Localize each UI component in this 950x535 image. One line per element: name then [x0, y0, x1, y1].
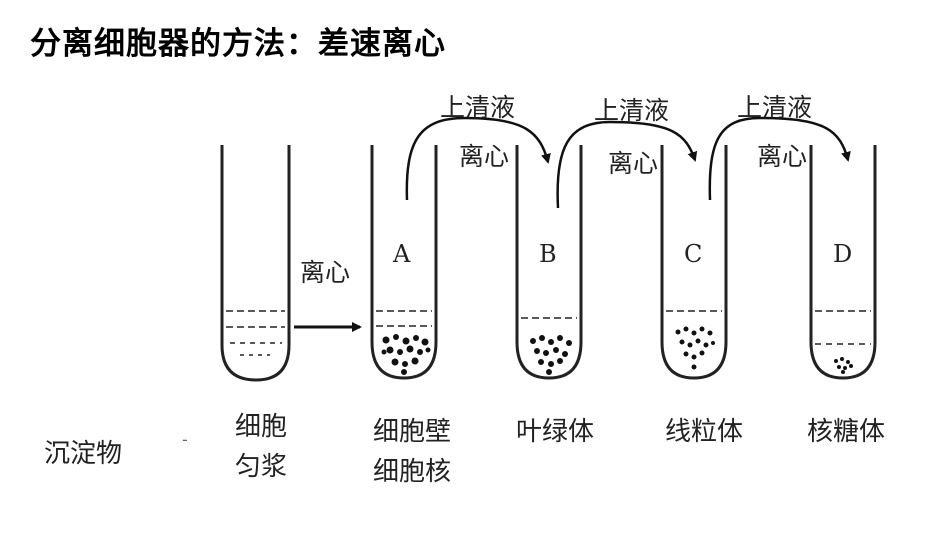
centrifuge-label: 离心: [300, 258, 351, 287]
tube-label-c: C: [684, 240, 703, 268]
tube-label-b: B: [539, 240, 557, 268]
transfer-arrow-b-to-c: [556, 120, 698, 209]
supernatant-label: 上清液: [737, 93, 813, 122]
test-tube-b: [515, 145, 583, 380]
centrifuge-label: 离心: [608, 149, 659, 178]
sediment-line: 细胞: [234, 412, 287, 442]
sediment-line: 细胞核: [372, 457, 451, 487]
sediment-line: 细胞壁: [372, 417, 451, 447]
sediment-item: 叶绿体: [505, 412, 605, 452]
sediment-line: 核糖体: [806, 417, 885, 447]
sediment-item: 核糖体: [796, 412, 896, 452]
sediment-line: 匀浆: [234, 452, 287, 482]
page-title: 分离细胞器的方法：差速离心: [30, 26, 446, 62]
sediment-item: 细胞 匀浆: [226, 407, 296, 487]
sediment-item: 线粒体: [654, 412, 754, 452]
sediment-line: 线粒体: [664, 417, 743, 447]
test-tube-d: [809, 145, 877, 380]
test-tube-a: [370, 145, 438, 380]
pellet-b: [530, 335, 572, 375]
test-tube-c: [660, 145, 728, 380]
tube-label-d: D: [833, 240, 853, 268]
sediment-line: 叶绿体: [515, 417, 594, 447]
pellet-d: [834, 357, 853, 374]
sediment-separator: -: [182, 430, 188, 449]
centrifuge-label: 离心: [757, 142, 808, 171]
centrifuge-label: 离心: [459, 142, 510, 171]
test-tube-homogenate: [220, 145, 291, 382]
sediment-row-label: 沉淀物: [44, 439, 123, 469]
pellet-c: [675, 326, 715, 370]
pellet-a: [381, 334, 431, 375]
supernatant-label: 上清液: [594, 96, 670, 125]
supernatant-label: 上清液: [440, 93, 516, 122]
transfer-arrow-a-to-b: [405, 116, 551, 201]
transfer-arrow-c-to-d: [708, 116, 851, 201]
sediment-item: 细胞壁 细胞核: [362, 412, 462, 492]
tube-label-a: A: [393, 240, 411, 268]
